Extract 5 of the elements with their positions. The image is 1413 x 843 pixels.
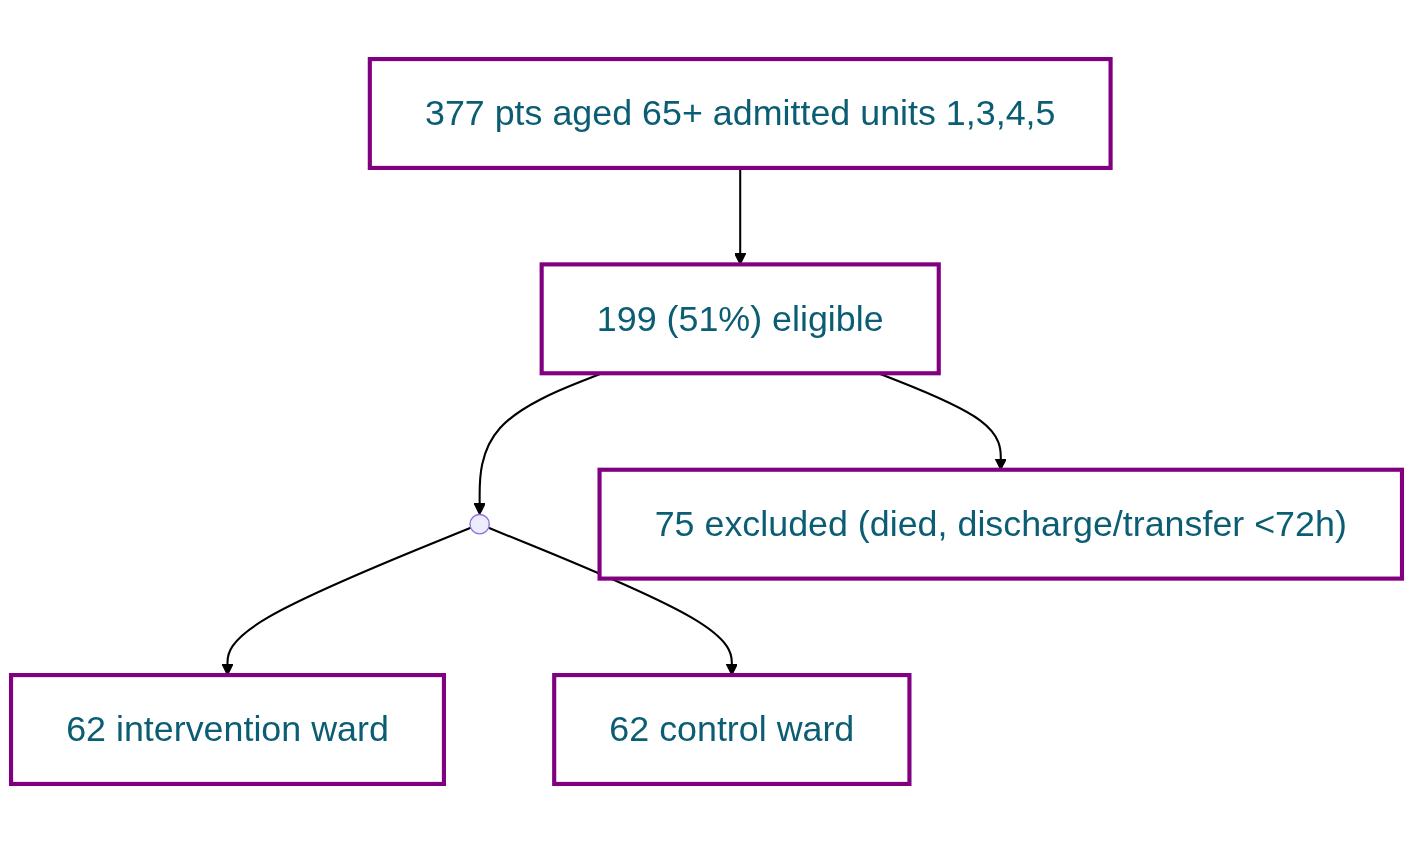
node-box: 199 (51%) eligible — [539, 262, 941, 376]
node-box: 62 intervention ward — [8, 673, 446, 786]
node-box: 377 pts aged 65+ admitted units 1,3,4,5 — [367, 57, 1113, 170]
node-box: 75 excluded (died, discharge/transfer <72h) — [597, 467, 1405, 581]
node-box: 62 control ward — [552, 673, 912, 786]
